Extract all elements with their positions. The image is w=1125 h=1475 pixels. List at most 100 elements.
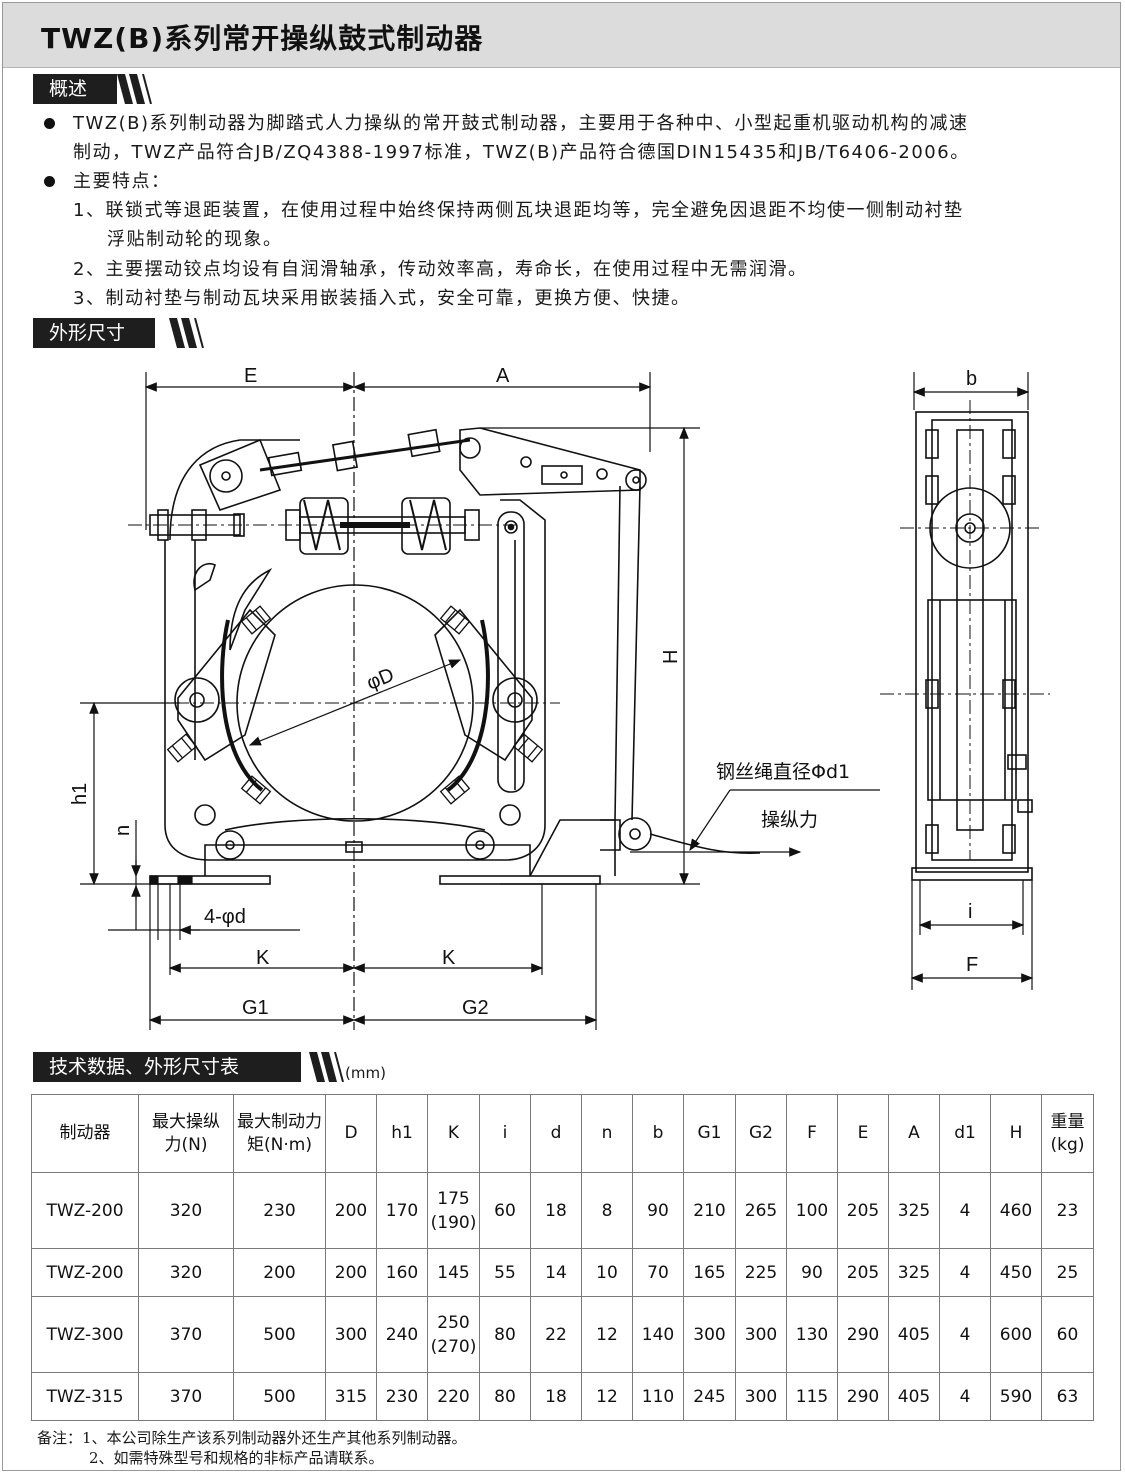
- table-cell: 8: [581, 1172, 633, 1249]
- table-cell: 12: [581, 1296, 633, 1373]
- table-cell: 200: [325, 1172, 377, 1249]
- cell-text: TWZ-200: [46, 1262, 124, 1283]
- table-header-cell: F: [786, 1094, 838, 1173]
- table-header-cell: h1: [376, 1094, 428, 1173]
- table-cell: 205: [837, 1172, 889, 1249]
- header-text: d1: [954, 1123, 976, 1143]
- brake-drawing: E A H φD: [69, 365, 1050, 1030]
- header-text: D: [344, 1123, 358, 1143]
- label-K-left: K: [256, 947, 270, 969]
- cell-text: 100: [795, 1200, 829, 1221]
- section-header-overview: 概述: [33, 74, 173, 104]
- cell-text: 200: [263, 1262, 296, 1283]
- cell-text: 14: [545, 1262, 567, 1283]
- table-cell: 23: [1041, 1172, 1094, 1249]
- header-text: K: [447, 1123, 460, 1143]
- table-cell: 4: [939, 1296, 991, 1373]
- header-text: d: [550, 1123, 562, 1143]
- cell-text: 370: [169, 1324, 203, 1345]
- header-text: 重量: [1050, 1111, 1085, 1132]
- cell-text: 25: [1056, 1262, 1079, 1283]
- cell-text: 205: [846, 1200, 880, 1221]
- cell-text: 63: [1056, 1386, 1079, 1407]
- table-cell: 165: [683, 1248, 736, 1297]
- header-text: G1: [697, 1123, 722, 1143]
- table-cell: 200: [325, 1248, 377, 1297]
- table-cell: 63: [1041, 1372, 1094, 1421]
- cell-text: 4: [959, 1262, 971, 1283]
- table-cell: 205: [837, 1248, 889, 1297]
- table-cell: 405: [888, 1372, 940, 1421]
- table-cell: 265: [735, 1172, 787, 1249]
- cell-text: 23: [1056, 1200, 1079, 1221]
- cell-text: 170: [385, 1200, 419, 1221]
- cell-text: TWZ-315: [46, 1386, 124, 1407]
- table-cell: 90: [632, 1172, 684, 1249]
- overview-line2: 制动，TWZ产品符合JB/ZQ4388-1997标准，TWZ(B)产品符合德国D…: [73, 142, 970, 163]
- table-cell: 4: [939, 1172, 991, 1249]
- table-cell: 115: [786, 1372, 838, 1421]
- table-cell: 320: [138, 1172, 234, 1249]
- header-text: n: [601, 1123, 613, 1143]
- table-cell: 4: [939, 1372, 991, 1421]
- cell-text: 300: [744, 1324, 778, 1345]
- cell-text: 4: [959, 1200, 971, 1221]
- table-cell: 200: [233, 1248, 326, 1297]
- table-cell: 110: [632, 1372, 684, 1421]
- cell-text: 320: [169, 1262, 203, 1283]
- table-cell: 130: [786, 1296, 838, 1373]
- label-b: b: [966, 368, 977, 390]
- cell-text: 300: [334, 1324, 368, 1345]
- cell-text: 590: [999, 1386, 1033, 1407]
- header-text: 力(N): [164, 1134, 208, 1155]
- cell-text: 370: [169, 1386, 203, 1407]
- cell-text: 90: [801, 1262, 823, 1283]
- cell-text: 325: [897, 1262, 931, 1283]
- table-cell: 70: [632, 1248, 684, 1297]
- table-cell: 60: [1041, 1296, 1094, 1373]
- cell-text: 500: [263, 1386, 296, 1407]
- table-cell: 315: [325, 1372, 377, 1421]
- table-cell: 18: [530, 1372, 582, 1421]
- table-cell: 60: [479, 1172, 531, 1249]
- table-header-cell: A: [888, 1094, 940, 1173]
- header-text: G2: [749, 1123, 773, 1143]
- table-header-cell: d: [530, 1094, 582, 1173]
- section-header-table: 技术数据、外形尺寸表: [33, 1052, 353, 1082]
- cell-text: 325: [897, 1200, 931, 1221]
- cell-text: 265: [744, 1200, 778, 1221]
- cell-text: 18: [545, 1200, 567, 1221]
- table-cell: 290: [837, 1372, 889, 1421]
- table-cell: 10: [581, 1248, 633, 1297]
- features-title: 主要特点：: [73, 171, 171, 192]
- table-cell: 325: [888, 1248, 940, 1297]
- table-cell: 160: [376, 1248, 428, 1297]
- header-text: F: [807, 1123, 817, 1143]
- cell-text: 130: [795, 1324, 829, 1345]
- table-header-cell: 制动器: [31, 1094, 139, 1173]
- cell-text: 600: [999, 1324, 1033, 1345]
- table-cell: 170: [376, 1172, 428, 1249]
- cell-text: 205: [846, 1262, 880, 1283]
- table-cell: 290: [837, 1296, 889, 1373]
- slash-decoration-icon: [309, 1052, 344, 1082]
- table-cell: 450: [990, 1248, 1042, 1297]
- table-cell: 370: [138, 1296, 234, 1373]
- cell-text: 405: [897, 1386, 931, 1407]
- table-header-cell: d1: [939, 1094, 991, 1173]
- table-cell: 25: [1041, 1248, 1094, 1297]
- cell-text: 290: [846, 1386, 880, 1407]
- table-cell: 80: [479, 1296, 531, 1373]
- table-cell: 590: [990, 1372, 1042, 1421]
- table-cell: 300: [735, 1372, 787, 1421]
- header-text: i: [502, 1123, 508, 1143]
- table-cell: 140: [632, 1296, 684, 1373]
- table-cell: 175(190): [427, 1172, 480, 1249]
- bullet-icon: [44, 176, 55, 187]
- label-G2: G2: [462, 997, 489, 1019]
- table-cell: TWZ-315: [31, 1372, 139, 1421]
- cell-text: 80: [494, 1386, 516, 1407]
- table-header-cell: n: [581, 1094, 633, 1173]
- table-cell: 230: [376, 1372, 428, 1421]
